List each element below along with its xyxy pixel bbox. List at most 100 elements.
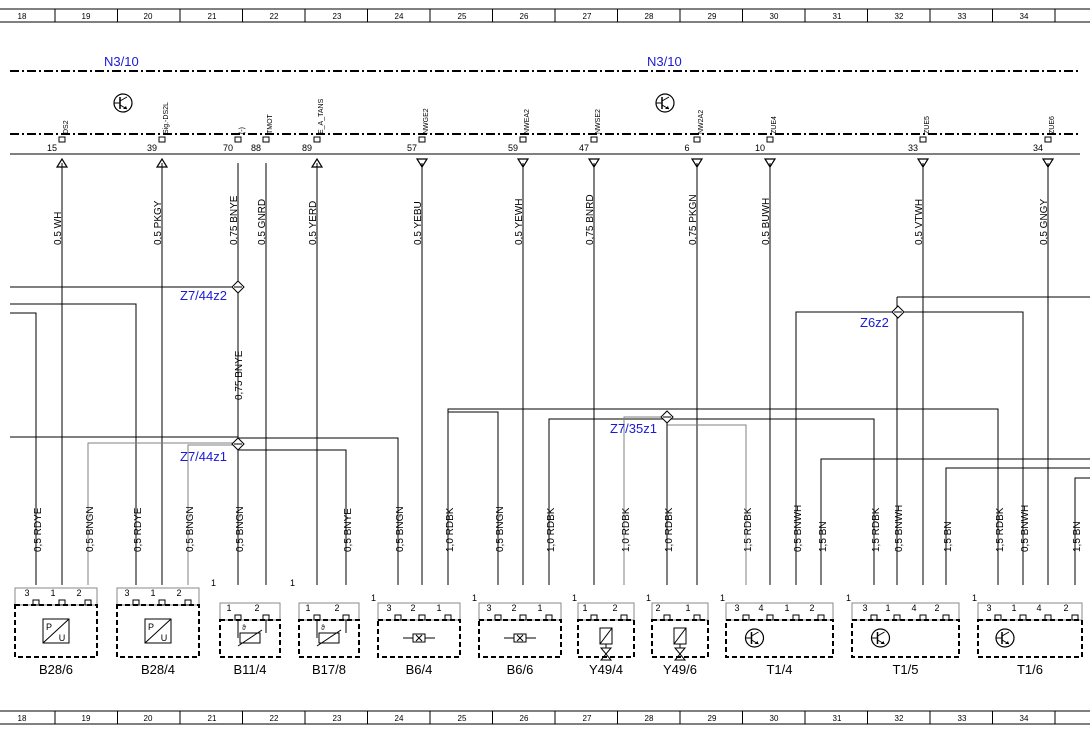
splice-label-z7-44z1: Z7/44z1 [180, 449, 227, 464]
component-label: Y49/6 [663, 662, 697, 677]
component-connector [851, 602, 960, 621]
component-housing [851, 619, 960, 658]
connector-signal-label: TMOT [267, 113, 274, 134]
lower-wire-label: 0,5 RDYE [133, 507, 144, 552]
component-pin-label: 1 [885, 603, 890, 613]
grid-column-number: 23 [333, 12, 342, 21]
connector-signal-label: DS2 [63, 120, 70, 134]
component-pin-label: 4 [1036, 603, 1041, 613]
component-label: T1/6 [1017, 662, 1043, 677]
pin1-marker: 1 [290, 578, 295, 588]
upper-wire-label: 0,75 BNYE [229, 195, 240, 245]
connector-pin-number: 89 [302, 143, 312, 153]
component-pin-label: 3 [386, 603, 391, 613]
lower-wire-label: 1,5 BN [1072, 521, 1083, 552]
theta-symbol: ϑ [321, 625, 325, 632]
connector-pin-number: 10 [755, 143, 765, 153]
component-pin-label: 3 [862, 603, 867, 613]
upper-wire-label: 0,5 YEWH [514, 199, 525, 246]
connector-signal-label: ZUE6 [1049, 116, 1056, 134]
component-pin-label: 1 [50, 588, 55, 598]
component-pin-label: 1 [226, 603, 231, 613]
connector-pin-box [519, 136, 527, 143]
pin1-marker: 1 [720, 593, 725, 603]
grid-column-number: 32 [895, 714, 904, 723]
lower-wire-label: 0,5 BNGN [85, 506, 96, 552]
grid-column-number: 31 [833, 12, 842, 21]
component-housing [116, 604, 200, 658]
connector-pin-box [919, 136, 927, 143]
connector-signal-label: Sig.-DS2L [163, 102, 170, 134]
grid-column-number: 21 [208, 714, 217, 723]
pin1-marker: 1 [972, 593, 977, 603]
grid-column-number: 19 [82, 12, 91, 21]
connector-pin-number: 70 [223, 143, 233, 153]
pu-symbol-u: U [59, 633, 66, 643]
component-pin-label: 3 [124, 588, 129, 598]
component-pin-label: 2 [809, 603, 814, 613]
component-pin [919, 614, 927, 621]
grid-column-number: 22 [270, 12, 279, 21]
upper-wire-label: 0,5 BUWH [761, 198, 772, 245]
grid-column-number: 25 [458, 714, 467, 723]
grid-column-number: 33 [958, 12, 967, 21]
pin1-marker: 1 [371, 593, 376, 603]
grid-column-number: 32 [895, 12, 904, 21]
component-pin-label: 1 [784, 603, 789, 613]
connector-pin-box [158, 136, 166, 143]
component-pin-label: 3 [986, 603, 991, 613]
component-pin-label: 1 [436, 603, 441, 613]
grid-column-number: 21 [208, 12, 217, 21]
component-pin [444, 614, 452, 621]
component-pin-label: 4 [911, 603, 916, 613]
connector-pin-box [766, 136, 774, 143]
ignition-coil-transistor-icon [744, 628, 765, 648]
grid-column-number: 18 [18, 714, 27, 723]
grid-column-number: 24 [395, 714, 404, 723]
connector-pin-box [313, 136, 321, 143]
connector-pin-box [262, 136, 270, 143]
upper-wire-label: 0,75 PKGN [688, 194, 699, 245]
ignition-coil-transistor-icon [995, 628, 1015, 648]
splice-z6z2 [891, 305, 905, 319]
connector-pin-number: 33 [908, 143, 918, 153]
component-label: B11/4 [233, 662, 266, 677]
component-housing [651, 619, 709, 658]
connector-pin-number: 6 [684, 143, 689, 153]
component-pin-label: 1 [537, 603, 542, 613]
component-housing [577, 619, 635, 658]
lower-wire-label: 1,5 BN [943, 521, 954, 552]
upper-wire-label: 0,75 BNRD [585, 194, 596, 245]
connector-signal-label: NW2A2 [698, 110, 705, 134]
lower-wire-label: 0,5 BNYE [343, 508, 354, 552]
module-label-right: N3/10 [647, 54, 682, 69]
component-pin-label: 2 [176, 588, 181, 598]
grid-column-number: 29 [708, 12, 717, 21]
component-pin-label: 1 [150, 588, 155, 598]
wiring-network [10, 163, 1090, 585]
grid-column-number: 28 [645, 12, 654, 21]
lower-wire-label: 0,5 BNGN [395, 506, 406, 552]
component-pin-label: 4 [758, 603, 763, 613]
grid-column-number: 33 [958, 714, 967, 723]
component-connector [219, 602, 281, 621]
splice-label-z7-35z1: Z7/35z1 [610, 421, 657, 436]
grid-column-number: 27 [583, 714, 592, 723]
component-pin [817, 614, 825, 621]
grid-column-number: 26 [520, 12, 529, 21]
component-housing [478, 619, 562, 658]
pressure-sensor-icon [144, 618, 172, 644]
mid-wire-label: 0,75 BNYE [234, 350, 245, 400]
component-pin [792, 614, 800, 621]
component-label: B17/8 [312, 662, 346, 677]
connector-signal-label: ZUE5 [924, 116, 931, 134]
component-pin [942, 614, 950, 621]
splice-label-z7-44z2: Z7/44z2 [180, 288, 227, 303]
upper-wire-label: 0,5 YERD [308, 201, 319, 245]
pu-symbol-p: P [46, 622, 52, 632]
